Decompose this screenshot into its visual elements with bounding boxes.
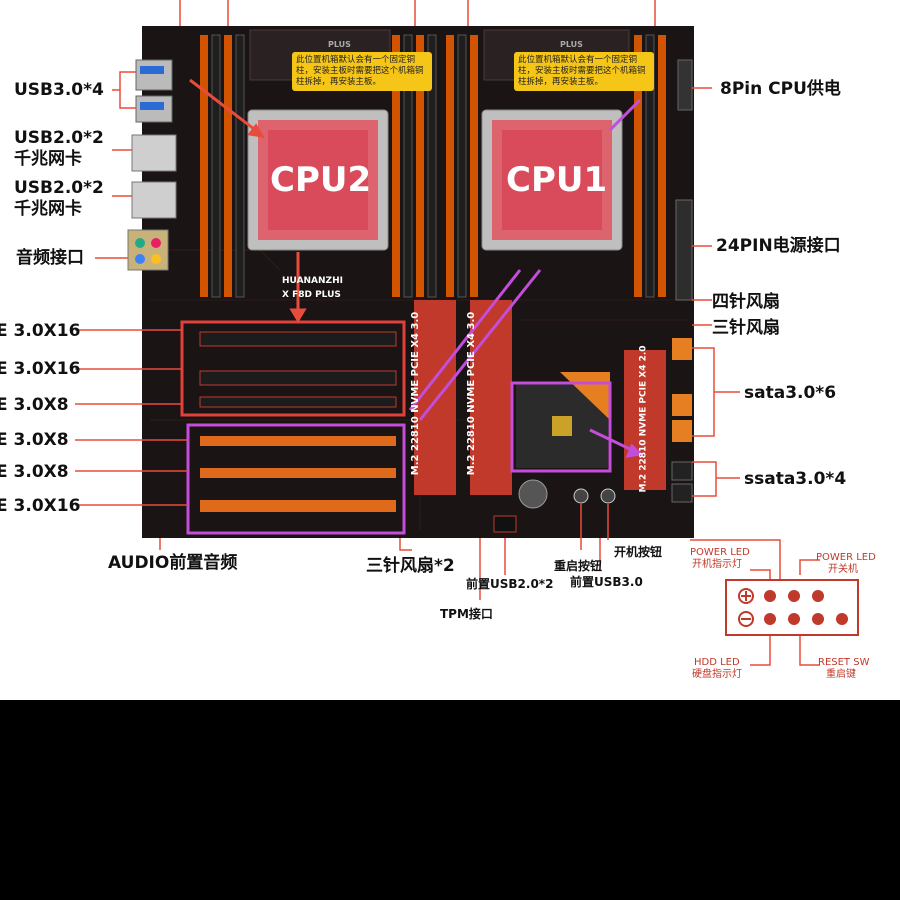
plus-label-right: PLUS bbox=[560, 40, 583, 49]
label-power-button: 开机按钮 bbox=[614, 545, 663, 559]
debug-led bbox=[493, 515, 517, 533]
m2-left-label: M.2 22810 NVME PCIE X4 3.0 bbox=[410, 311, 422, 476]
rear-io bbox=[127, 59, 177, 271]
reset-button-shape bbox=[573, 488, 589, 504]
label-pcie-5: E 3.0X8 bbox=[0, 462, 69, 482]
label-power-led-left-en: POWER LED bbox=[690, 547, 750, 558]
m2-right-label: M.2 22810 NVME PCIE X4 2.0 bbox=[638, 345, 649, 493]
label-hdd-led-cn: 硬盘指示灯 bbox=[692, 669, 742, 680]
label-sata: sata3.0*6 bbox=[744, 383, 837, 403]
pcie-slots bbox=[199, 331, 397, 512]
label-audio: 音频接口 bbox=[16, 248, 84, 268]
cpu1-socket bbox=[481, 109, 623, 251]
label-usb30-front: 前置USB3.0 bbox=[570, 575, 643, 589]
label-lan-b: 千兆网卡 bbox=[14, 199, 82, 219]
label-pcie-4: E 3.0X8 bbox=[0, 430, 69, 450]
label-pcie-6: E 3.0X16 bbox=[0, 496, 81, 516]
pcie-magenta-highlight bbox=[186, 423, 406, 535]
label-fan3x2: 三针风扇*2 bbox=[366, 556, 455, 576]
brand-label: HUANANZHI bbox=[282, 276, 343, 286]
label-pcie-3: E 3.0X8 bbox=[0, 395, 69, 415]
label-pcie-2: E 3.0X16 bbox=[0, 359, 81, 379]
cmos-battery bbox=[518, 479, 548, 509]
label-reset-sw-en: RESET SW bbox=[818, 657, 870, 668]
label-usb20-b: USB2.0*2 bbox=[14, 178, 104, 198]
label-usb20-a: USB2.0*2 bbox=[14, 128, 104, 148]
red-arrows bbox=[189, 78, 307, 323]
cpu-8pin-connector bbox=[677, 59, 693, 111]
dimm-slots-cpu2 bbox=[200, 34, 437, 298]
model-label: X F8D PLUS bbox=[282, 290, 341, 300]
cpu2-label: CPU2 bbox=[270, 160, 372, 200]
black-letterbox bbox=[0, 700, 900, 900]
magenta-arrows bbox=[408, 98, 644, 458]
label-cpu-power: 8Pin CPU供电 bbox=[720, 79, 841, 99]
m2-mid-label: M.2 22810 NVME PCIE X4 3.0 bbox=[466, 311, 478, 476]
cpu1-label: CPU1 bbox=[506, 160, 608, 200]
label-usb30: USB3.0*4 bbox=[14, 80, 104, 100]
power-button-shape bbox=[600, 488, 616, 504]
dimm-slots-cpu1 bbox=[446, 34, 666, 298]
standoff-note-right: 此位置机箱默认会有一个固定铜柱，安装主板时需要把这个机箱铜柱拆掉，再安装主板。 bbox=[514, 52, 654, 91]
label-tpm: TPM接口 bbox=[440, 607, 493, 621]
label-power-led-left-cn: 开机指示灯 bbox=[692, 559, 742, 570]
label-reset-sw-cn: 重启键 bbox=[826, 669, 856, 680]
cpu2-socket bbox=[247, 109, 389, 251]
plus-label-left: PLUS bbox=[328, 40, 351, 49]
label-fan3: 三针风扇 bbox=[712, 318, 780, 338]
label-usb20-front: 前置USB2.0*2 bbox=[466, 577, 554, 591]
bottom-leader-lines bbox=[159, 504, 820, 666]
label-power-led-right-en: POWER LED bbox=[816, 552, 876, 563]
label-pcie-1: E 3.0X16 bbox=[0, 321, 81, 341]
motherboard-svg bbox=[75, 0, 859, 666]
label-reset-button: 重启按钮 bbox=[554, 559, 603, 573]
label-audio-front: AUDIO前置音频 bbox=[108, 553, 238, 573]
label-ssata: ssata3.0*4 bbox=[744, 469, 847, 489]
front-panel-header bbox=[725, 579, 859, 636]
left-leader-lines bbox=[75, 0, 656, 506]
sata-ports bbox=[671, 338, 693, 503]
label-power-led-right-cn: 开关机 bbox=[828, 564, 858, 575]
chipset-heatsink bbox=[516, 372, 610, 468]
label-lan-a: 千兆网卡 bbox=[14, 149, 82, 169]
m2-slot-right bbox=[624, 350, 666, 490]
label-hdd-led-en: HDD LED bbox=[694, 657, 740, 668]
atx-24pin-connector bbox=[675, 199, 693, 301]
label-fan4: 四针风扇 bbox=[712, 292, 780, 312]
motherboard-diagram: CPU2 CPU1 HUANANZHI X F8D PLUS PLUS PLUS… bbox=[0, 0, 900, 700]
chipset-magenta-highlight bbox=[510, 381, 612, 473]
right-leader-lines bbox=[692, 87, 740, 497]
standoff-note-left: 此位置机箱默认会有一个固定铜柱，安装主板时需要把这个机箱铜柱拆掉，再安装主板。 bbox=[292, 52, 432, 91]
label-atx-power: 24PIN电源接口 bbox=[716, 236, 841, 256]
